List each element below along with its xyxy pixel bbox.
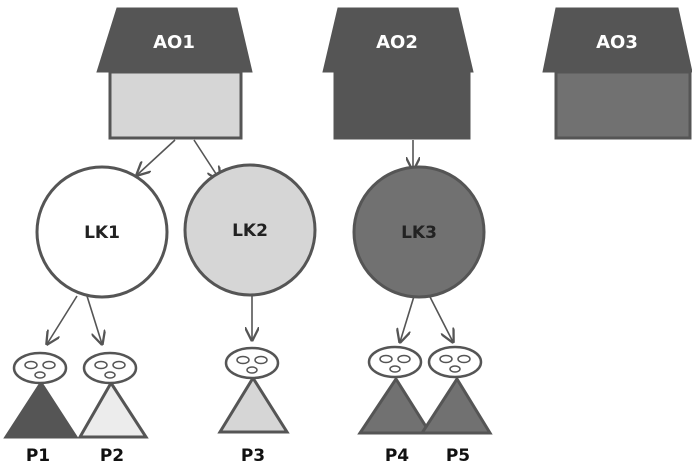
person-body: [3, 380, 79, 439]
person-label: P5: [446, 446, 470, 466]
person-p3: P3: [217, 346, 290, 466]
edges: [47, 139, 453, 344]
person-face-icon: [224, 346, 280, 380]
person-face-icon: [82, 351, 138, 385]
circle-shape: [183, 163, 317, 297]
house-roof: [322, 7, 474, 73]
circle-shape: [35, 165, 169, 299]
circle-label: LK2: [232, 221, 268, 241]
person-body: [357, 376, 433, 435]
house-roof: [542, 7, 692, 73]
person-p5: P5: [419, 345, 493, 466]
edge-ao1-lk1: [137, 139, 176, 175]
person-face-icon: [12, 351, 68, 385]
edge-lk1-p1: [47, 295, 78, 344]
person-p2: P2: [77, 351, 149, 466]
person-label: P4: [385, 446, 409, 466]
house-label: AO3: [596, 32, 638, 53]
house-ao3: AO3: [542, 7, 692, 140]
person-body: [77, 380, 149, 439]
edge-lk3-p4: [400, 292, 416, 342]
person-body: [419, 376, 493, 435]
edge-lk1-p2: [86, 295, 102, 344]
person-face-icon: [367, 345, 423, 379]
house-body: [333, 70, 471, 140]
house-roof: [96, 7, 253, 73]
circle-lk2: LK2: [183, 163, 317, 297]
house-ao2: AO2: [322, 7, 474, 140]
house-ao1: AO1: [96, 7, 253, 140]
house-label: AO1: [153, 32, 195, 53]
circle-lk3: LK3: [352, 165, 486, 299]
person-label: P3: [241, 446, 265, 466]
person-face-icon: [427, 345, 483, 379]
edge-lk3-p5: [427, 292, 453, 342]
person-label: P2: [100, 446, 124, 466]
person-p4: P4: [357, 345, 433, 466]
circle-lk1: LK1: [35, 165, 169, 299]
person-label: P1: [26, 446, 50, 466]
house-body: [554, 70, 692, 140]
house-label: AO2: [376, 32, 418, 53]
circle-label: LK1: [84, 223, 120, 243]
circle-label: LK3: [401, 223, 437, 243]
circle-shape: [352, 165, 486, 299]
house-body: [108, 70, 243, 140]
person-body: [217, 375, 290, 434]
person-p1: P1: [3, 351, 79, 466]
